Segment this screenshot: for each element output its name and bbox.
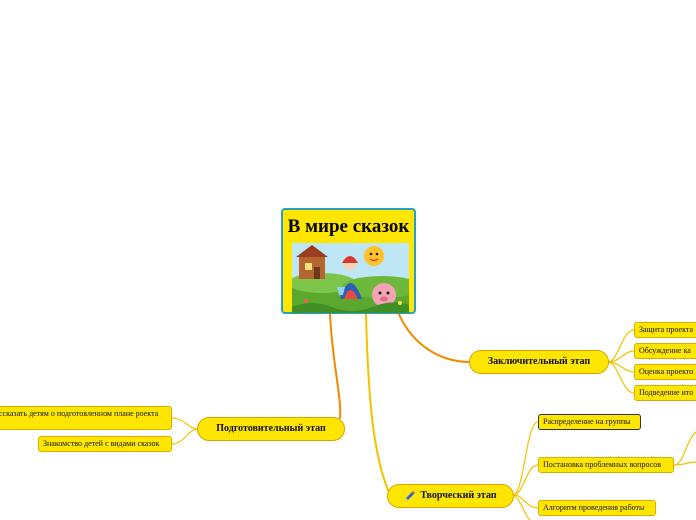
branch-preparatory-label: Подготовительный этап (216, 423, 326, 434)
subtopic-label: Обсуждение ка (639, 346, 691, 355)
subtopic-problem-questions[interactable]: Постановка проблемных вопросов (538, 457, 674, 473)
connector-preparatory (329, 313, 342, 419)
subtopic-tell-children-plan[interactable]: ссказать детям о подготовленном плане ро… (0, 406, 172, 430)
branch-creative-stage[interactable]: Творческий этап (387, 484, 514, 508)
fairy-tale-illustration-icon (292, 243, 409, 313)
subtopic-label: Защита проекта (639, 325, 693, 334)
subtopic-label: Распределение на группы (543, 417, 631, 426)
subtopic-project-defense[interactable]: Защита проекта (634, 322, 696, 338)
pencil-icon (405, 490, 416, 501)
subtopic-label: Знакомство детей с видами сказок (43, 439, 160, 448)
branch-final-label: Заключительный этап (487, 356, 591, 367)
branch-final-stage[interactable]: Заключительный этап (469, 350, 609, 374)
subtopic-group-division[interactable]: Распределение на группы (538, 414, 641, 430)
central-topic-title: В мире сказок (287, 216, 410, 237)
central-topic-node[interactable]: В мире сказок (281, 208, 416, 314)
subtopic-work-algorithm[interactable]: Алгоритм проведения работы (538, 500, 656, 516)
subtopic-discussion[interactable]: Обсуждение ка (634, 343, 696, 359)
connector-final (397, 311, 471, 363)
subtopic-project-evaluation[interactable]: Оценка проекто (634, 364, 696, 380)
subtopic-label: Постановка проблемных вопросов (543, 460, 661, 469)
subtopic-label: Алгоритм проведения работы (543, 503, 645, 512)
subtopic-label: Оценка проекто (639, 367, 694, 376)
connector-creative (365, 313, 389, 491)
subtopic-fairy-tale-types[interactable]: Знакомство детей с видами сказок (38, 436, 172, 452)
branch-preparatory-stage[interactable]: Подготовительный этап (197, 417, 345, 441)
branch-creative-label: Творческий этап (420, 490, 497, 501)
subtopic-label: ссказать детям о подготовленном плане ро… (0, 409, 159, 418)
subtopic-summary[interactable]: Подведение ито (634, 385, 696, 401)
subtopic-label: Подведение ито (639, 388, 694, 397)
